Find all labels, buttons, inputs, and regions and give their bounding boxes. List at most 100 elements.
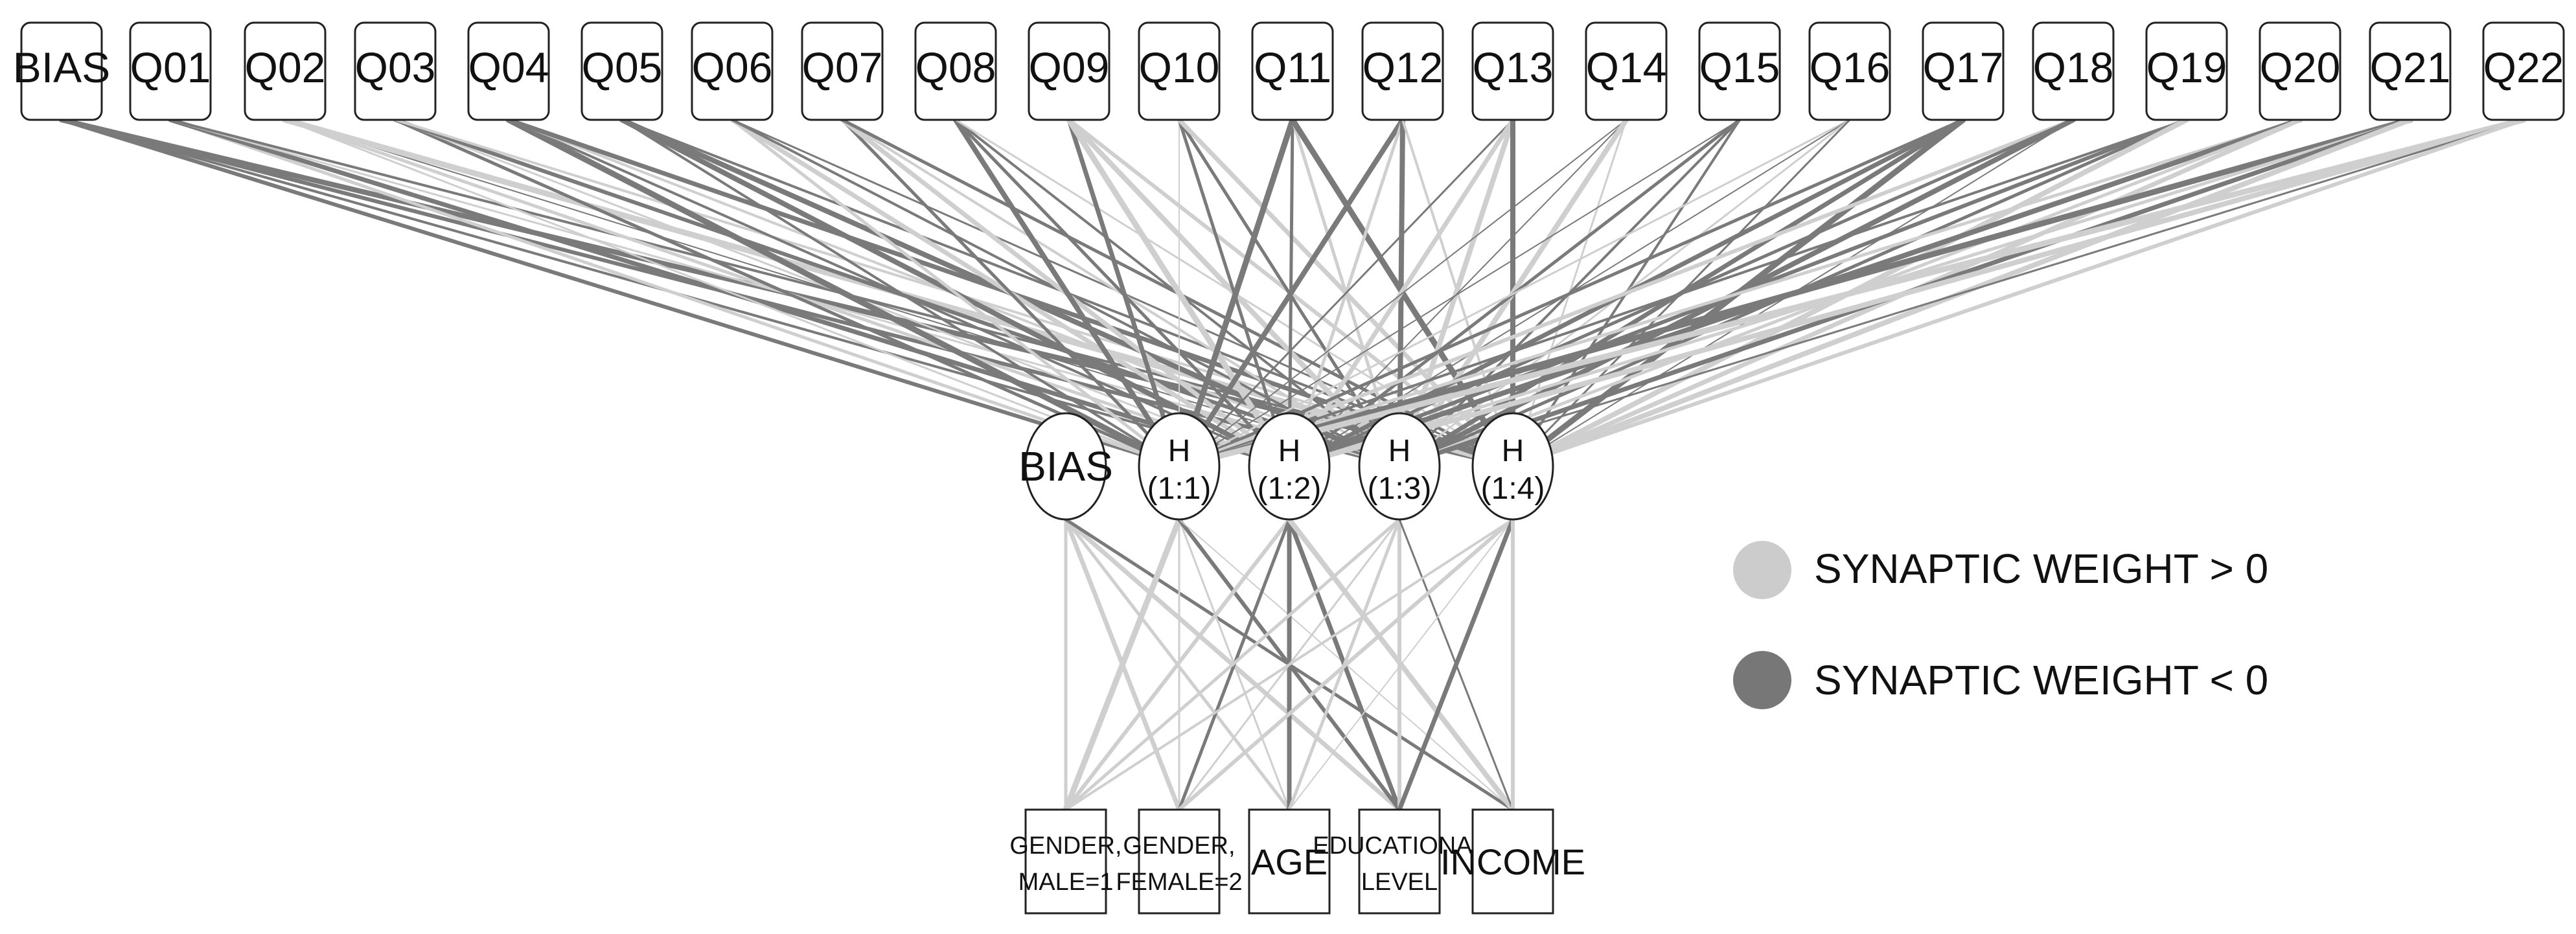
edge-hidden-output xyxy=(1397,517,1515,812)
edge-input-hidden xyxy=(284,119,1180,468)
input-node-label: Q11 xyxy=(1254,43,1331,91)
input-node-label: Q15 xyxy=(1699,43,1780,91)
output-node-label: LEVEL xyxy=(1361,869,1438,896)
output-node-gm: GENDER,MALE=1 xyxy=(1009,808,1122,915)
input-node-label: BIAS xyxy=(13,43,110,91)
hidden-node-label: (1:1) xyxy=(1147,472,1212,506)
hidden-node-h13: H (1:3) xyxy=(1358,412,1441,521)
edge-input-hidden xyxy=(1177,117,1405,469)
input-node-q13: Q13 xyxy=(1471,21,1554,121)
edge-hidden-output xyxy=(1064,518,1291,812)
hidden-node-h11: H (1:1) xyxy=(1138,412,1221,521)
hidden-node-circle xyxy=(1471,412,1554,521)
input-node-q19: Q19 xyxy=(2145,21,2228,121)
hidden-node-bias: BIAS xyxy=(1018,412,1113,521)
input-node-box xyxy=(1698,21,1781,121)
legend-negative-label: SYNAPTIC WEIGHT < 0 xyxy=(1814,657,2268,703)
input-node-q16: Q16 xyxy=(1808,21,1891,121)
output-node-label: INCOME xyxy=(1440,841,1585,882)
input-node-box xyxy=(1471,21,1554,121)
input-node-box xyxy=(2259,21,2341,121)
output-node-age: AGE xyxy=(1248,808,1331,915)
input-node-box xyxy=(1808,21,1891,121)
output-node-box xyxy=(1358,808,1441,915)
input-node-box xyxy=(1361,21,1444,121)
edge-input-hidden xyxy=(168,118,1181,468)
input-node-box xyxy=(1028,21,1110,121)
input-node-label: Q01 xyxy=(130,43,211,91)
input-node-box xyxy=(2482,21,2565,121)
hidden-node-label: (1:2) xyxy=(1258,472,1322,506)
input-node-label: Q17 xyxy=(1923,43,2004,91)
input-node-q09: Q09 xyxy=(1028,21,1110,121)
input-node-box xyxy=(1138,21,1221,121)
input-node-label: Q16 xyxy=(1810,43,1891,91)
input-node-box xyxy=(354,21,437,121)
input-node-q20: Q20 xyxy=(2259,21,2341,121)
hidden-node-label: H xyxy=(1388,434,1411,468)
input-node-box xyxy=(691,21,774,121)
output-node-inc: INCOME xyxy=(1440,808,1585,915)
output-node-label: MALE=1 xyxy=(1018,869,1114,896)
edge-input-hidden xyxy=(1179,119,1627,467)
input-node-bias: BIAS xyxy=(13,21,110,121)
edge-input-hidden xyxy=(1176,117,1296,470)
legend-negative-swatch xyxy=(1733,651,1791,709)
input-node-q18: Q18 xyxy=(2032,21,2115,121)
input-node-label: Q08 xyxy=(915,43,996,91)
output-node-label: GENDER, xyxy=(1123,832,1235,860)
input-node-box xyxy=(1585,21,1668,121)
legend: SYNAPTIC WEIGHT > 0 SYNAPTIC WEIGHT < 0 xyxy=(1733,541,2268,709)
output-node-edu: EDUCATIONAL LEVEL xyxy=(1313,808,1486,915)
edge-input-hidden xyxy=(505,117,1182,470)
hidden-node-label: H xyxy=(1278,434,1301,468)
edge-input-hidden xyxy=(1178,119,1514,468)
input-node-q02: Q02 xyxy=(244,21,327,121)
hidden-node-label: (1:4) xyxy=(1481,472,1545,506)
output-node-label: FEMALE=2 xyxy=(1116,869,1242,896)
input-node-label: Q14 xyxy=(1586,43,1667,91)
input-node-box xyxy=(467,21,550,121)
hidden-node-circle xyxy=(1248,412,1331,521)
hidden-node-circle xyxy=(1138,412,1221,521)
hidden-node-label: (1:3) xyxy=(1368,472,1432,506)
edge-input-hidden xyxy=(1177,118,1965,468)
input-node-label: Q12 xyxy=(1363,43,1443,91)
edge-input-hidden xyxy=(621,119,1180,468)
input-node-q15: Q15 xyxy=(1698,21,1781,121)
input-node-q06: Q06 xyxy=(691,21,774,121)
input-node-label: Q06 xyxy=(692,43,773,91)
edge-hidden-output xyxy=(1289,519,1513,810)
input-node-label: Q20 xyxy=(2260,43,2341,91)
output-node-box xyxy=(1024,808,1107,915)
input-node-box xyxy=(914,21,997,121)
input-node-q08: Q08 xyxy=(914,21,997,121)
edge-input-hidden xyxy=(60,118,1181,468)
input-node-label: Q13 xyxy=(1473,43,1554,91)
output-node-label: EDUCATIONAL xyxy=(1313,832,1486,860)
edge-input-hidden xyxy=(840,118,1181,468)
input-node-label: Q03 xyxy=(355,43,436,91)
input-node-box xyxy=(20,21,103,121)
input-node-label: Q04 xyxy=(468,43,549,91)
input-node-label: Q05 xyxy=(582,43,663,91)
hidden-node-label: BIAS xyxy=(1018,443,1113,490)
edge-input-hidden xyxy=(1178,119,1851,468)
edge-input-hidden xyxy=(393,118,1181,468)
edge-input-hidden xyxy=(1066,117,1182,469)
input-node-label: Q22 xyxy=(2483,43,2564,91)
legend-positive-swatch xyxy=(1733,541,1791,599)
hidden-node-h12: H (1:2) xyxy=(1248,412,1331,521)
edge-input-hidden xyxy=(1179,119,1740,467)
input-node-box xyxy=(2032,21,2115,121)
edge-hidden-output xyxy=(1063,516,1182,813)
hidden-node-h14: H(1:4) xyxy=(1471,412,1554,521)
input-node-box xyxy=(2369,21,2452,121)
hidden-node-label: H xyxy=(1168,434,1191,468)
input-node-box xyxy=(801,21,884,121)
edge-input-hidden xyxy=(953,117,1182,469)
synaptic-connections xyxy=(59,117,2527,813)
input-node-q21: Q21 xyxy=(2369,21,2452,121)
